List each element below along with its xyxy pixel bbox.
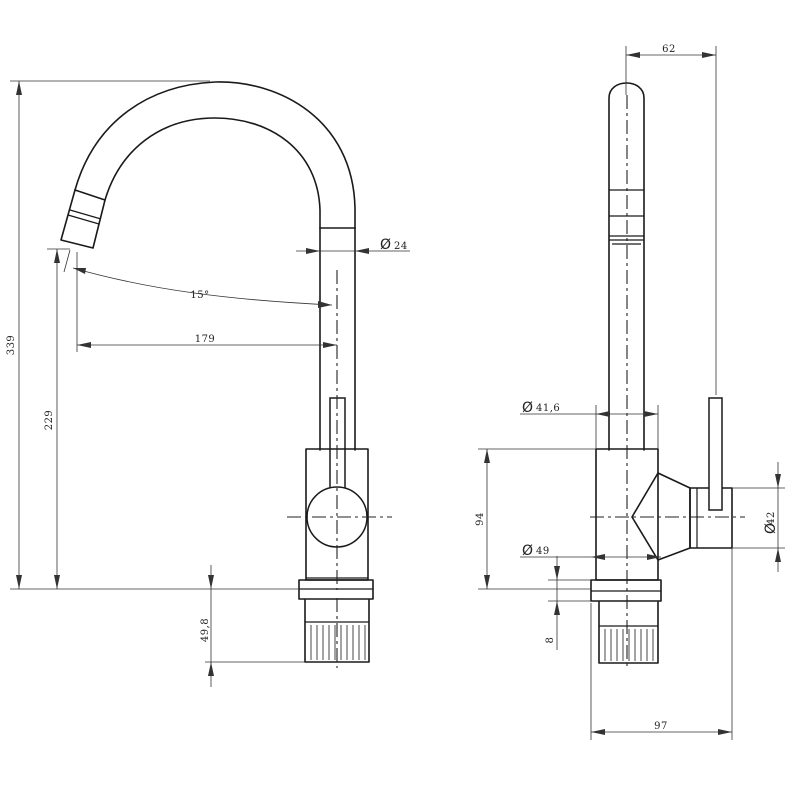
dim-body-diameter: 41,6: [536, 403, 560, 414]
spout-inner-curve: [104, 117, 321, 229]
side-nut-knurl: [604, 629, 654, 661]
nut-knurl: [310, 625, 366, 660]
dim-handle-diameter: 42: [766, 511, 777, 525]
dim-spout-reach: 179: [195, 334, 216, 345]
aerator-tip: [60, 189, 106, 249]
dim-body-height: 94: [475, 512, 486, 526]
dim-ring-height: 8: [545, 637, 556, 644]
aerator-ring: [67, 214, 100, 225]
dim-spout-diameter: 24: [394, 241, 408, 252]
aerator-ring: [69, 209, 102, 220]
dim-outlet-height: 229: [44, 410, 55, 431]
dim-diameter-symbol: Ø: [763, 523, 779, 534]
dim-overall-height: 339: [6, 335, 17, 356]
side-mounting-nut: [598, 601, 659, 664]
dim-diameter-symbol: Ø: [522, 543, 533, 559]
side-view: [590, 82, 745, 670]
dim-side-top-width: 62: [662, 44, 676, 55]
dim-thread-length: 49,8: [200, 618, 211, 642]
spout-outer-curve: [74, 81, 356, 229]
side-spout: [608, 82, 645, 451]
front-view: [60, 81, 392, 668]
side-dimensions: 62 Ø 41,6 94 Ø 49 8 Ø 4: [475, 44, 785, 740]
dim-diameter-symbol: Ø: [522, 400, 533, 416]
dim-spout-angle: 15°: [190, 290, 209, 301]
front-dimensions: 339 229 179 15° Ø 24 49,8: [6, 80, 410, 687]
dim-diameter-symbol: Ø: [380, 237, 391, 253]
dim-side-total-width: 97: [654, 721, 668, 732]
side-lever: [708, 397, 723, 511]
dim-base-diameter: 49: [536, 546, 550, 557]
